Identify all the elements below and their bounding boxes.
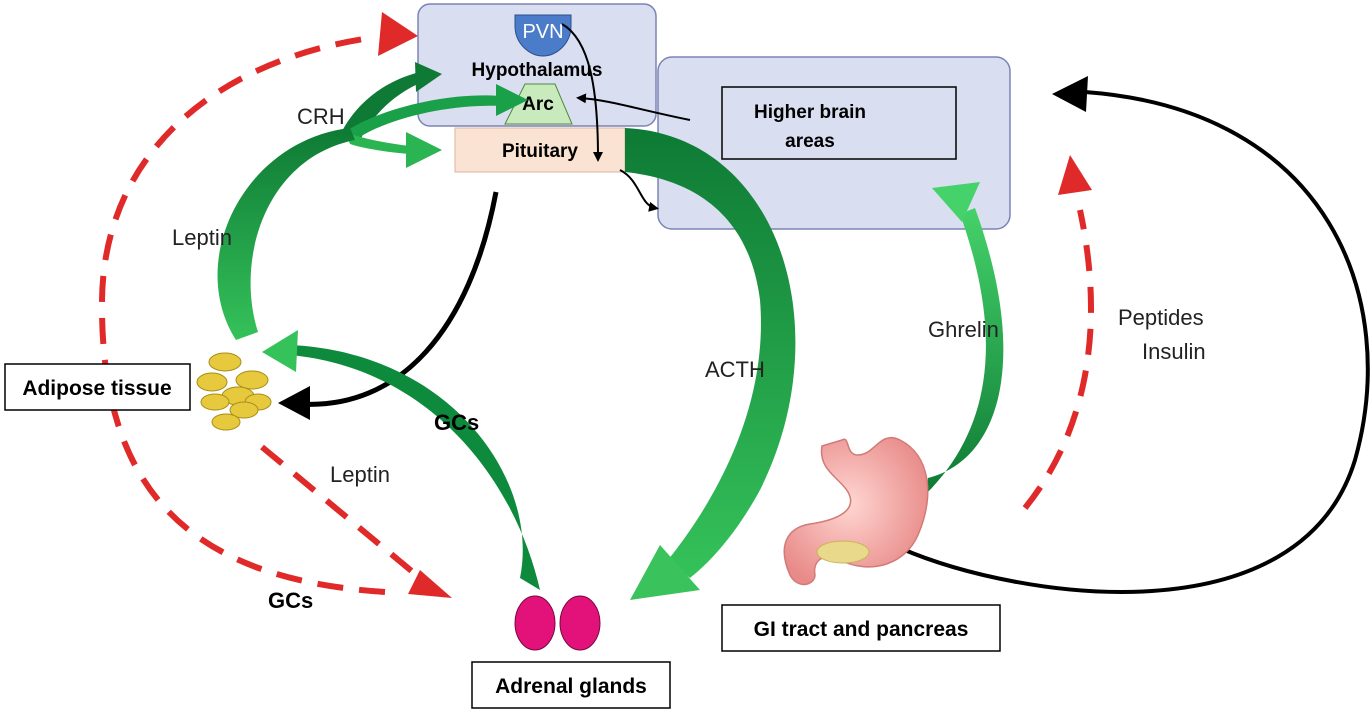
insulin-label: Insulin xyxy=(1142,339,1206,364)
crh-to-pituitary-head xyxy=(406,132,442,168)
gi-to-brain-black-arrow xyxy=(899,90,1370,594)
crh-to-arc-head xyxy=(496,84,528,116)
leptin-adrenal-arrowhead xyxy=(408,570,452,598)
peptides-label: Peptides xyxy=(1118,305,1204,330)
acth-arrow xyxy=(625,128,796,578)
pvn-label: PVN xyxy=(522,21,563,43)
crh-arrow-upper xyxy=(340,72,420,140)
crh-to-pituitary-arrow xyxy=(345,132,410,154)
higher-brain-label-line2: areas xyxy=(785,131,835,152)
crh-to-arc-arrow xyxy=(345,95,500,142)
gcs-feedback-arrowhead xyxy=(378,12,418,56)
pituitary-label: Pituitary xyxy=(502,141,578,162)
acth-arrowhead xyxy=(630,545,700,600)
pituitary-to-adipose-black-arrow xyxy=(299,191,499,407)
hypothalamus-label: Hypothalamus xyxy=(472,60,603,81)
leptin-upper-label: Leptin xyxy=(172,225,232,250)
adipose-label-box xyxy=(4,363,191,411)
ghrelin-arrowhead xyxy=(932,182,980,222)
peptides-insulin-arrowhead xyxy=(1058,155,1092,195)
higher-brain-label-box xyxy=(721,86,957,160)
leptin-adrenal-dashed-arrow xyxy=(260,444,422,581)
acth-label: ACTH xyxy=(705,357,765,382)
gcs-lower-label: GCs xyxy=(268,588,313,613)
gcs-to-adipose-head xyxy=(262,330,298,372)
gi-label: GI tract and pancreas xyxy=(754,618,969,641)
adrenal-label: Adrenal glands xyxy=(495,675,647,698)
adrenal-label-box xyxy=(471,661,671,709)
adrenal-gland-icon xyxy=(514,595,601,651)
pvn-to-pituitary-black-arrow xyxy=(561,23,603,162)
adipose-label: Adipose tissue xyxy=(22,377,171,400)
crh-label: CRH xyxy=(297,104,345,129)
gcs-upper-label: GCs xyxy=(434,410,479,435)
gi-label-box xyxy=(721,604,1001,652)
higher-brain-label-line1: Higher brain xyxy=(754,102,866,123)
ghrelin-label: Ghrelin xyxy=(928,317,999,342)
gcs-feedback-dashed-arc xyxy=(98,35,386,595)
pituitary-to-adipose-arrowhead xyxy=(278,386,310,420)
fat-cell-cluster-icon xyxy=(196,352,272,431)
arc-label: Arc xyxy=(522,94,554,115)
gi-to-brain-arrowhead xyxy=(1052,76,1088,112)
crh-arrow-upper-head xyxy=(415,62,442,92)
leptin-to-brain-arrow xyxy=(217,128,355,340)
gcs-to-adipose-arrow xyxy=(290,345,540,590)
leptin-lower-label: Leptin xyxy=(330,462,390,487)
ghrelin-arrow xyxy=(926,208,1004,494)
higher-brain-to-arc-black-arrow xyxy=(576,93,691,121)
pituitary-to-higher-brain-black-arrow xyxy=(619,169,659,212)
peptides-insulin-dashed-arc xyxy=(1022,209,1094,510)
stomach-icon xyxy=(783,437,929,586)
